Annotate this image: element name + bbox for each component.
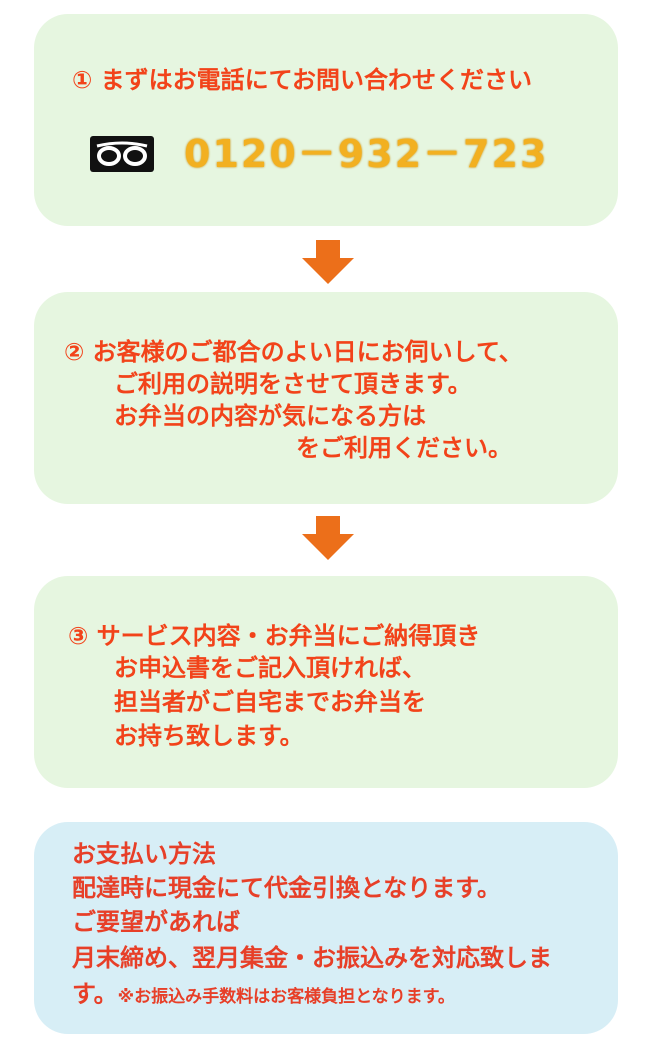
freedial-icon [90,136,154,172]
payment-heading: お支払い方法 [72,840,216,868]
down-arrow-icon [302,516,354,560]
phone-number[interactable]: 0120－932－723 [184,132,549,176]
step3-line-2: お申込書をご記入頂ければ、 [114,654,426,682]
step1-panel: ① まずはお電話にてお問い合わせください 0120－932－723 [34,14,618,226]
payment-line-5: す。※お振込み手数料はお客様負担となります。 [72,978,455,1013]
step1-title: ① まずはお電話にてお問い合わせください [72,66,532,94]
step3-line-3: 担当者がご自宅までお弁当を [114,688,426,716]
payment-line-5-text: す。 [72,980,118,1008]
step3-line-1: ③ サービス内容・お弁当にご納得頂き [68,622,481,650]
step2-line-1: ② お客様のご都合のよい日にお伺いして、 [64,338,523,366]
step2-line-4: をご利用ください。 [296,434,512,462]
payment-line-2: 配達時に現金にて代金引換となります。 [72,874,501,902]
step3-line-4: お持ち致します。 [114,722,304,750]
down-arrow-icon [302,240,354,284]
payment-panel: お支払い方法 配達時に現金にて代金引換となります。 ご要望があれば 月末締め、翌… [34,822,618,1034]
payment-line-4: 月末締め、翌月集金・お振込みを対応致しま [72,944,552,972]
step3-panel: ③ サービス内容・お弁当にご納得頂き お申込書をご記入頂ければ、 担当者がご自宅… [34,576,618,788]
payment-note: ※お振込み手数料はお客様負担となります。 [117,987,455,1007]
payment-line-3: ご要望があれば [72,908,240,936]
step2-line-2: ご利用の説明をさせて頂きます。 [114,370,472,398]
step2-panel: ② お客様のご都合のよい日にお伺いして、 ご利用の説明をさせて頂きます。 お弁当… [34,292,618,504]
step2-line-3: お弁当の内容が気になる方は [114,402,426,430]
